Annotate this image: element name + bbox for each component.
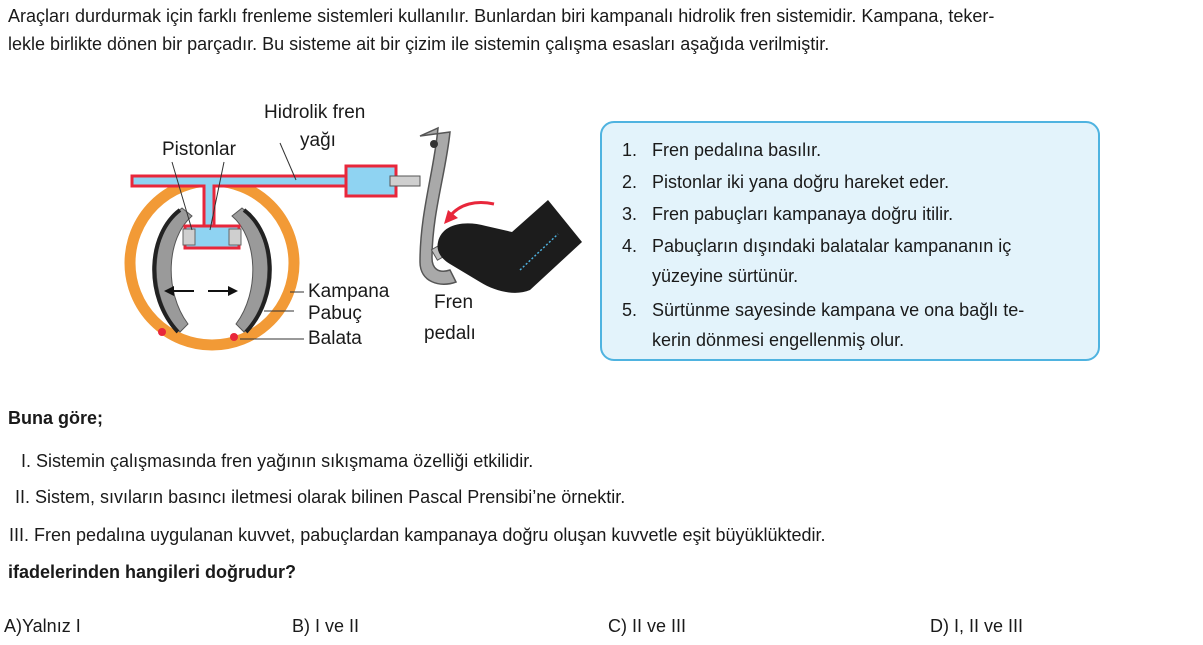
- label-hidrolik-fren: Hidrolik fren: [264, 102, 366, 123]
- step-5: 5.Sürtünme sayesinde kampana ve ona bağl…: [622, 300, 1025, 350]
- step-1: 1.Fren pedalına basılır.: [622, 140, 822, 160]
- label-pabuc: Pabuç: [308, 303, 362, 324]
- step-3: 3.Fren pabuçları kampanaya doğru itilir.: [622, 204, 954, 224]
- steps-box: 1.Fren pedalına basılır. 2.Pistonlar iki…: [600, 121, 1100, 361]
- step-2: 2.Pistonlar iki yana doğru hareket eder.: [622, 172, 950, 192]
- pedal-arm: [419, 126, 458, 285]
- label-pedali: pedalı: [424, 323, 476, 344]
- option-d[interactable]: D) I, II ve III: [930, 616, 1024, 636]
- statement-1: I. Sistemin çalışmasında fren yağının sı…: [21, 451, 534, 471]
- lining-left: [152, 208, 182, 334]
- question-lead: Buna göre;: [8, 408, 104, 428]
- label-kampana: Kampana: [308, 281, 390, 302]
- question-ask: ifadelerinden hangileri doğrudur?: [8, 562, 297, 582]
- label-fren: Fren: [434, 292, 474, 313]
- statement-3: III. Fren pedalına uygulanan kuvvet, pab…: [9, 525, 826, 545]
- label-pistonlar: Pistonlar: [162, 139, 236, 160]
- intro-line-1: Araçları durdurmak için farklı frenleme …: [8, 6, 995, 26]
- label-yagi: yağı: [300, 130, 336, 151]
- option-a[interactable]: A)Yalnız I: [4, 616, 81, 636]
- intro-paragraph: Araçları durdurmak için farklı frenleme …: [8, 2, 1198, 58]
- shoe-icon: [437, 200, 582, 293]
- option-c[interactable]: C) II ve III: [608, 616, 687, 636]
- option-b[interactable]: B) I ve II: [292, 616, 360, 636]
- step-4: 4.Pabuçların dışındaki balatalar kampana…: [622, 236, 1012, 286]
- brake-system-diagram: [124, 126, 582, 351]
- lining-right: [242, 208, 272, 334]
- master-cylinder: [344, 164, 398, 198]
- push-arrow: [448, 201, 495, 218]
- label-balata: Balata: [308, 328, 362, 349]
- intro-line-2: lekle birlikte dönen bir parçadır. Bu si…: [8, 34, 830, 54]
- statement-2: II. Sistem, sıvıların basıncı iletmesi o…: [15, 487, 626, 507]
